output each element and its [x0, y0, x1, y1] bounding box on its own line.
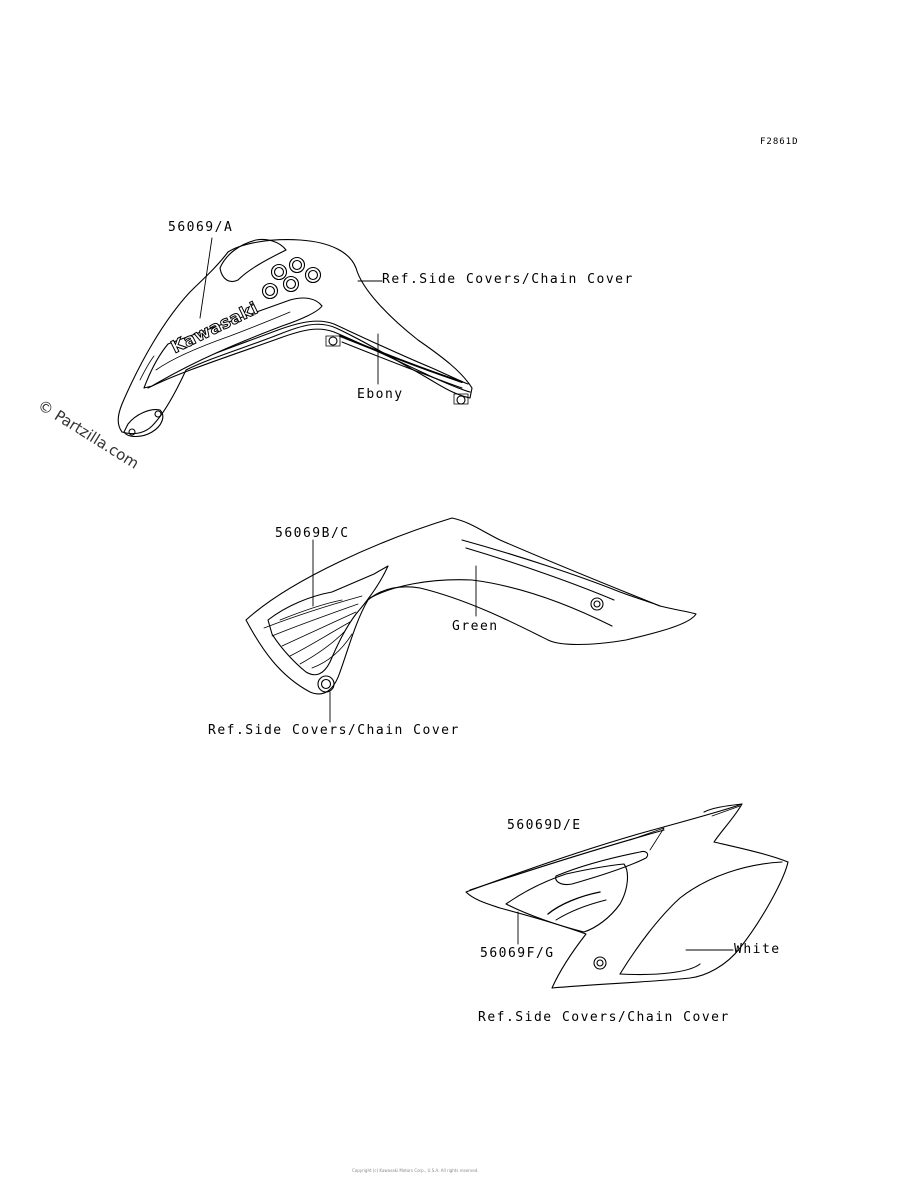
label-green: Green	[452, 619, 499, 634]
label-ref-side-covers-top: Ref.Side Covers/Chain Cover	[382, 272, 634, 287]
label-ref-side-covers-bottom: Ref.Side Covers/Chain Cover	[478, 1010, 730, 1025]
figure-code: F2861D	[760, 137, 799, 147]
label-part-56069-de: 56069D/E	[507, 818, 582, 833]
label-ref-side-covers-middle: Ref.Side Covers/Chain Cover	[208, 723, 460, 738]
shroud-decal-bc	[246, 518, 696, 694]
label-ebony: Ebony	[357, 387, 404, 402]
shroud-decal-a	[118, 239, 472, 436]
label-white: White	[734, 942, 781, 957]
footer-copyright: Copyright (c) Kawasaki Motors Corp., U.S…	[352, 1168, 479, 1173]
side-cover-decal	[466, 804, 788, 988]
label-part-56069-fg: 56069F/G	[480, 946, 555, 961]
leaders-middle	[313, 540, 476, 722]
label-part-56069-bc: 56069B/C	[275, 526, 350, 541]
leaders-top	[200, 238, 382, 384]
label-part-56069-a: 56069/A	[168, 220, 234, 235]
leaders-bottom	[518, 912, 733, 950]
